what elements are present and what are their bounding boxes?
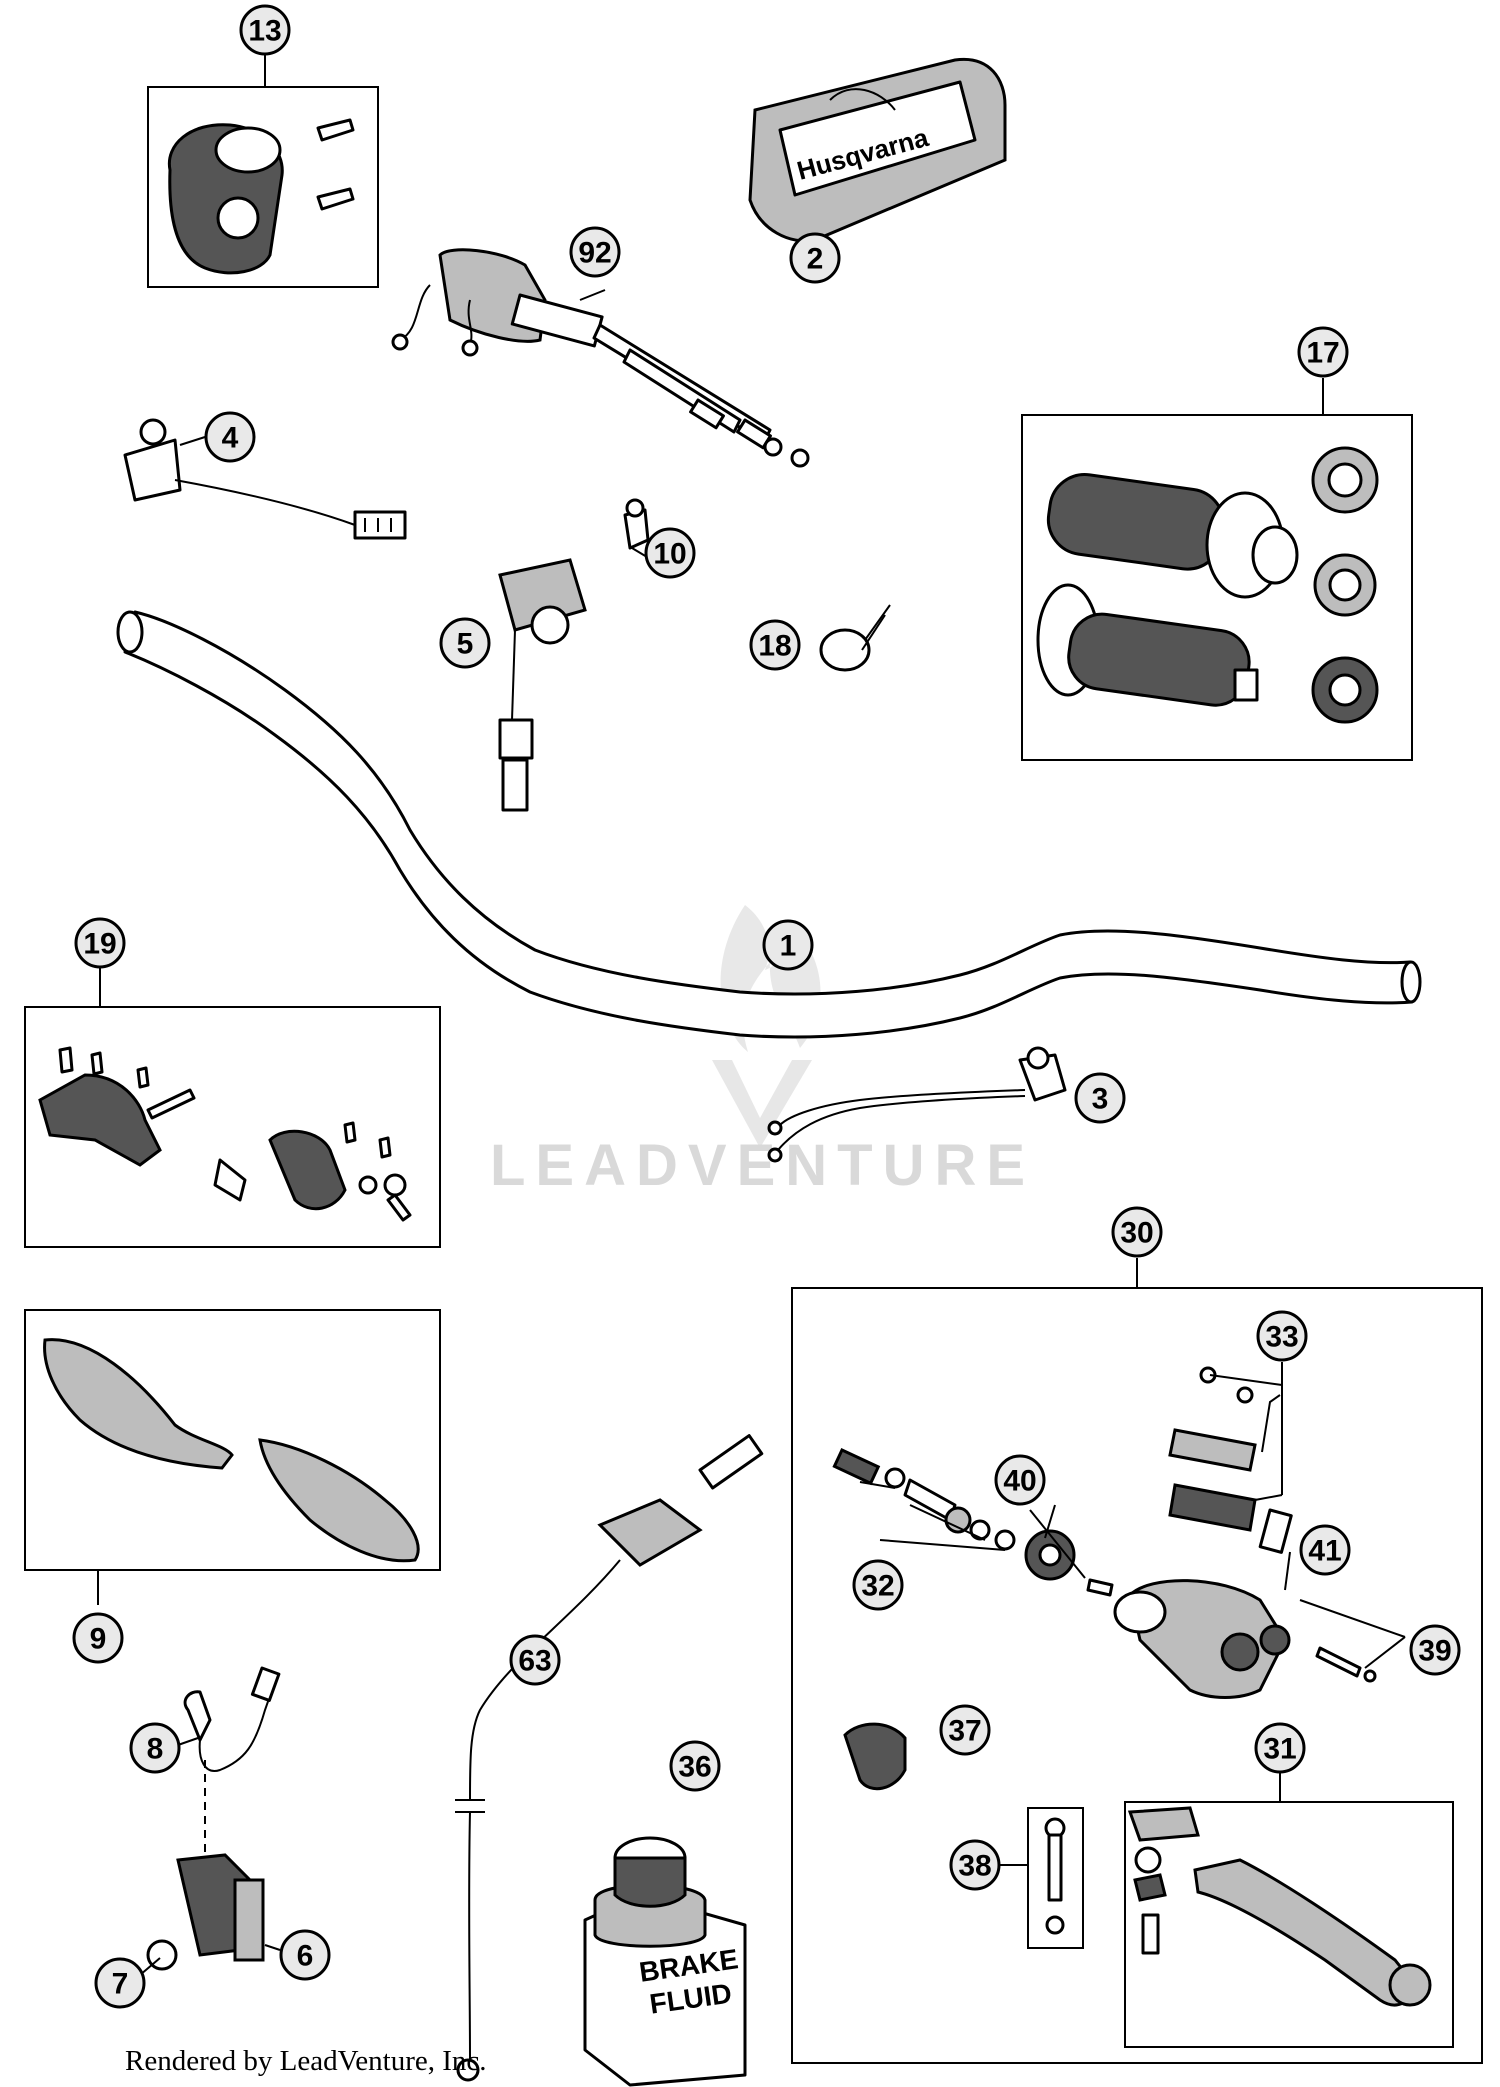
callout-3: 3 <box>1074 1072 1126 1124</box>
callout-38: 38 <box>949 1839 1001 1891</box>
leader-lines <box>97 55 1406 1976</box>
callout-label: 40 <box>1003 1465 1036 1498</box>
callout-label: 41 <box>1308 1535 1341 1568</box>
callout-33: 33 <box>1256 1310 1308 1362</box>
box-17 <box>1021 414 1413 761</box>
callout-17: 17 <box>1297 326 1349 378</box>
kill-switch <box>123 418 407 540</box>
callout-10: 10 <box>644 527 696 579</box>
callout-label: 6 <box>297 1940 314 1973</box>
callout-5: 5 <box>439 617 491 669</box>
callout-label: 5 <box>457 628 474 661</box>
handlebar <box>116 610 1422 1039</box>
callout-label: 10 <box>653 538 686 571</box>
callout-label: 8 <box>147 1733 164 1766</box>
brake-fluid-bottle: BRAKE FLUID <box>583 1836 747 2087</box>
grip-set <box>1036 446 1379 724</box>
callout-92: 92 <box>569 226 621 278</box>
callout-13: 13 <box>239 4 291 56</box>
callout-label: 92 <box>578 237 611 270</box>
callout-label: 7 <box>112 1968 129 2001</box>
watermark-text: LEADVENTURE <box>490 1133 1035 1198</box>
callout-label: 31 <box>1263 1733 1296 1766</box>
callout-18: 18 <box>749 619 801 671</box>
callout-37: 37 <box>939 1704 991 1756</box>
bar-pad: Husqvarna <box>748 57 1007 243</box>
callout-label: 17 <box>1306 337 1339 370</box>
callout-label: 9 <box>90 1623 107 1656</box>
callout-1: 1 <box>762 919 814 971</box>
box-19 <box>24 1006 441 1248</box>
start-switch <box>767 1046 1067 1163</box>
callout-label: 13 <box>248 15 281 48</box>
callout-39: 39 <box>1409 1624 1461 1676</box>
callout-31: 31 <box>1254 1722 1306 1774</box>
mounting-kit <box>38 1046 412 1222</box>
brake-light-switch <box>146 1666 281 1971</box>
callout-30: 30 <box>1111 1206 1163 1258</box>
callout-8: 8 <box>129 1722 181 1774</box>
callout-4: 4 <box>204 411 256 463</box>
callout-label: 32 <box>861 1570 894 1603</box>
callout-6: 6 <box>279 1929 331 1981</box>
callout-label: 63 <box>518 1645 551 1678</box>
callout-19: 19 <box>74 917 126 969</box>
watermark: LEADVENTURE <box>490 905 1035 1198</box>
callout-label: 39 <box>1418 1635 1451 1668</box>
callout-label: 38 <box>958 1850 991 1883</box>
callout-label: 3 <box>1092 1083 1109 1116</box>
callout-label: 19 <box>83 928 116 961</box>
callout-63: 63 <box>509 1634 561 1686</box>
map-switch <box>498 498 650 812</box>
footer-credit: Rendered by LeadVenture, Inc. <box>125 2045 487 2077</box>
callout-36: 36 <box>669 1740 721 1792</box>
callout-label: 36 <box>678 1751 711 1784</box>
throttle-grip-cables <box>391 248 810 468</box>
callout-7: 7 <box>94 1957 146 2009</box>
box-13 <box>147 86 379 288</box>
callout-label: 18 <box>758 630 791 663</box>
callout-layer: 13 92 2 17 4 10 5 18 1 19 3 30 33 9 40 41 32 39 63 8 37 31 36 3… <box>72 4 1461 2009</box>
callout-9: 9 <box>72 1612 124 1664</box>
callout-41: 41 <box>1299 1524 1351 1576</box>
box-38 <box>1027 1807 1084 1949</box>
box-31 <box>1124 1801 1454 2048</box>
brake-line <box>455 1434 764 2082</box>
callout-label: 1 <box>780 930 797 963</box>
callout-2: 2 <box>789 232 841 284</box>
callout-label: 4 <box>222 422 239 455</box>
callout-label: 33 <box>1265 1321 1298 1354</box>
cable-tie <box>819 604 891 672</box>
callout-40: 40 <box>994 1454 1046 1506</box>
callout-label: 2 <box>807 243 824 276</box>
throttle-housing-kit <box>167 118 355 275</box>
callout-32: 32 <box>852 1559 904 1611</box>
brake-master-cylinder <box>832 1366 1432 2007</box>
callout-label: 37 <box>948 1715 981 1748</box>
callout-label: 30 <box>1120 1217 1153 1250</box>
box-9 <box>24 1309 441 1571</box>
handguard-shells <box>43 1338 420 1563</box>
